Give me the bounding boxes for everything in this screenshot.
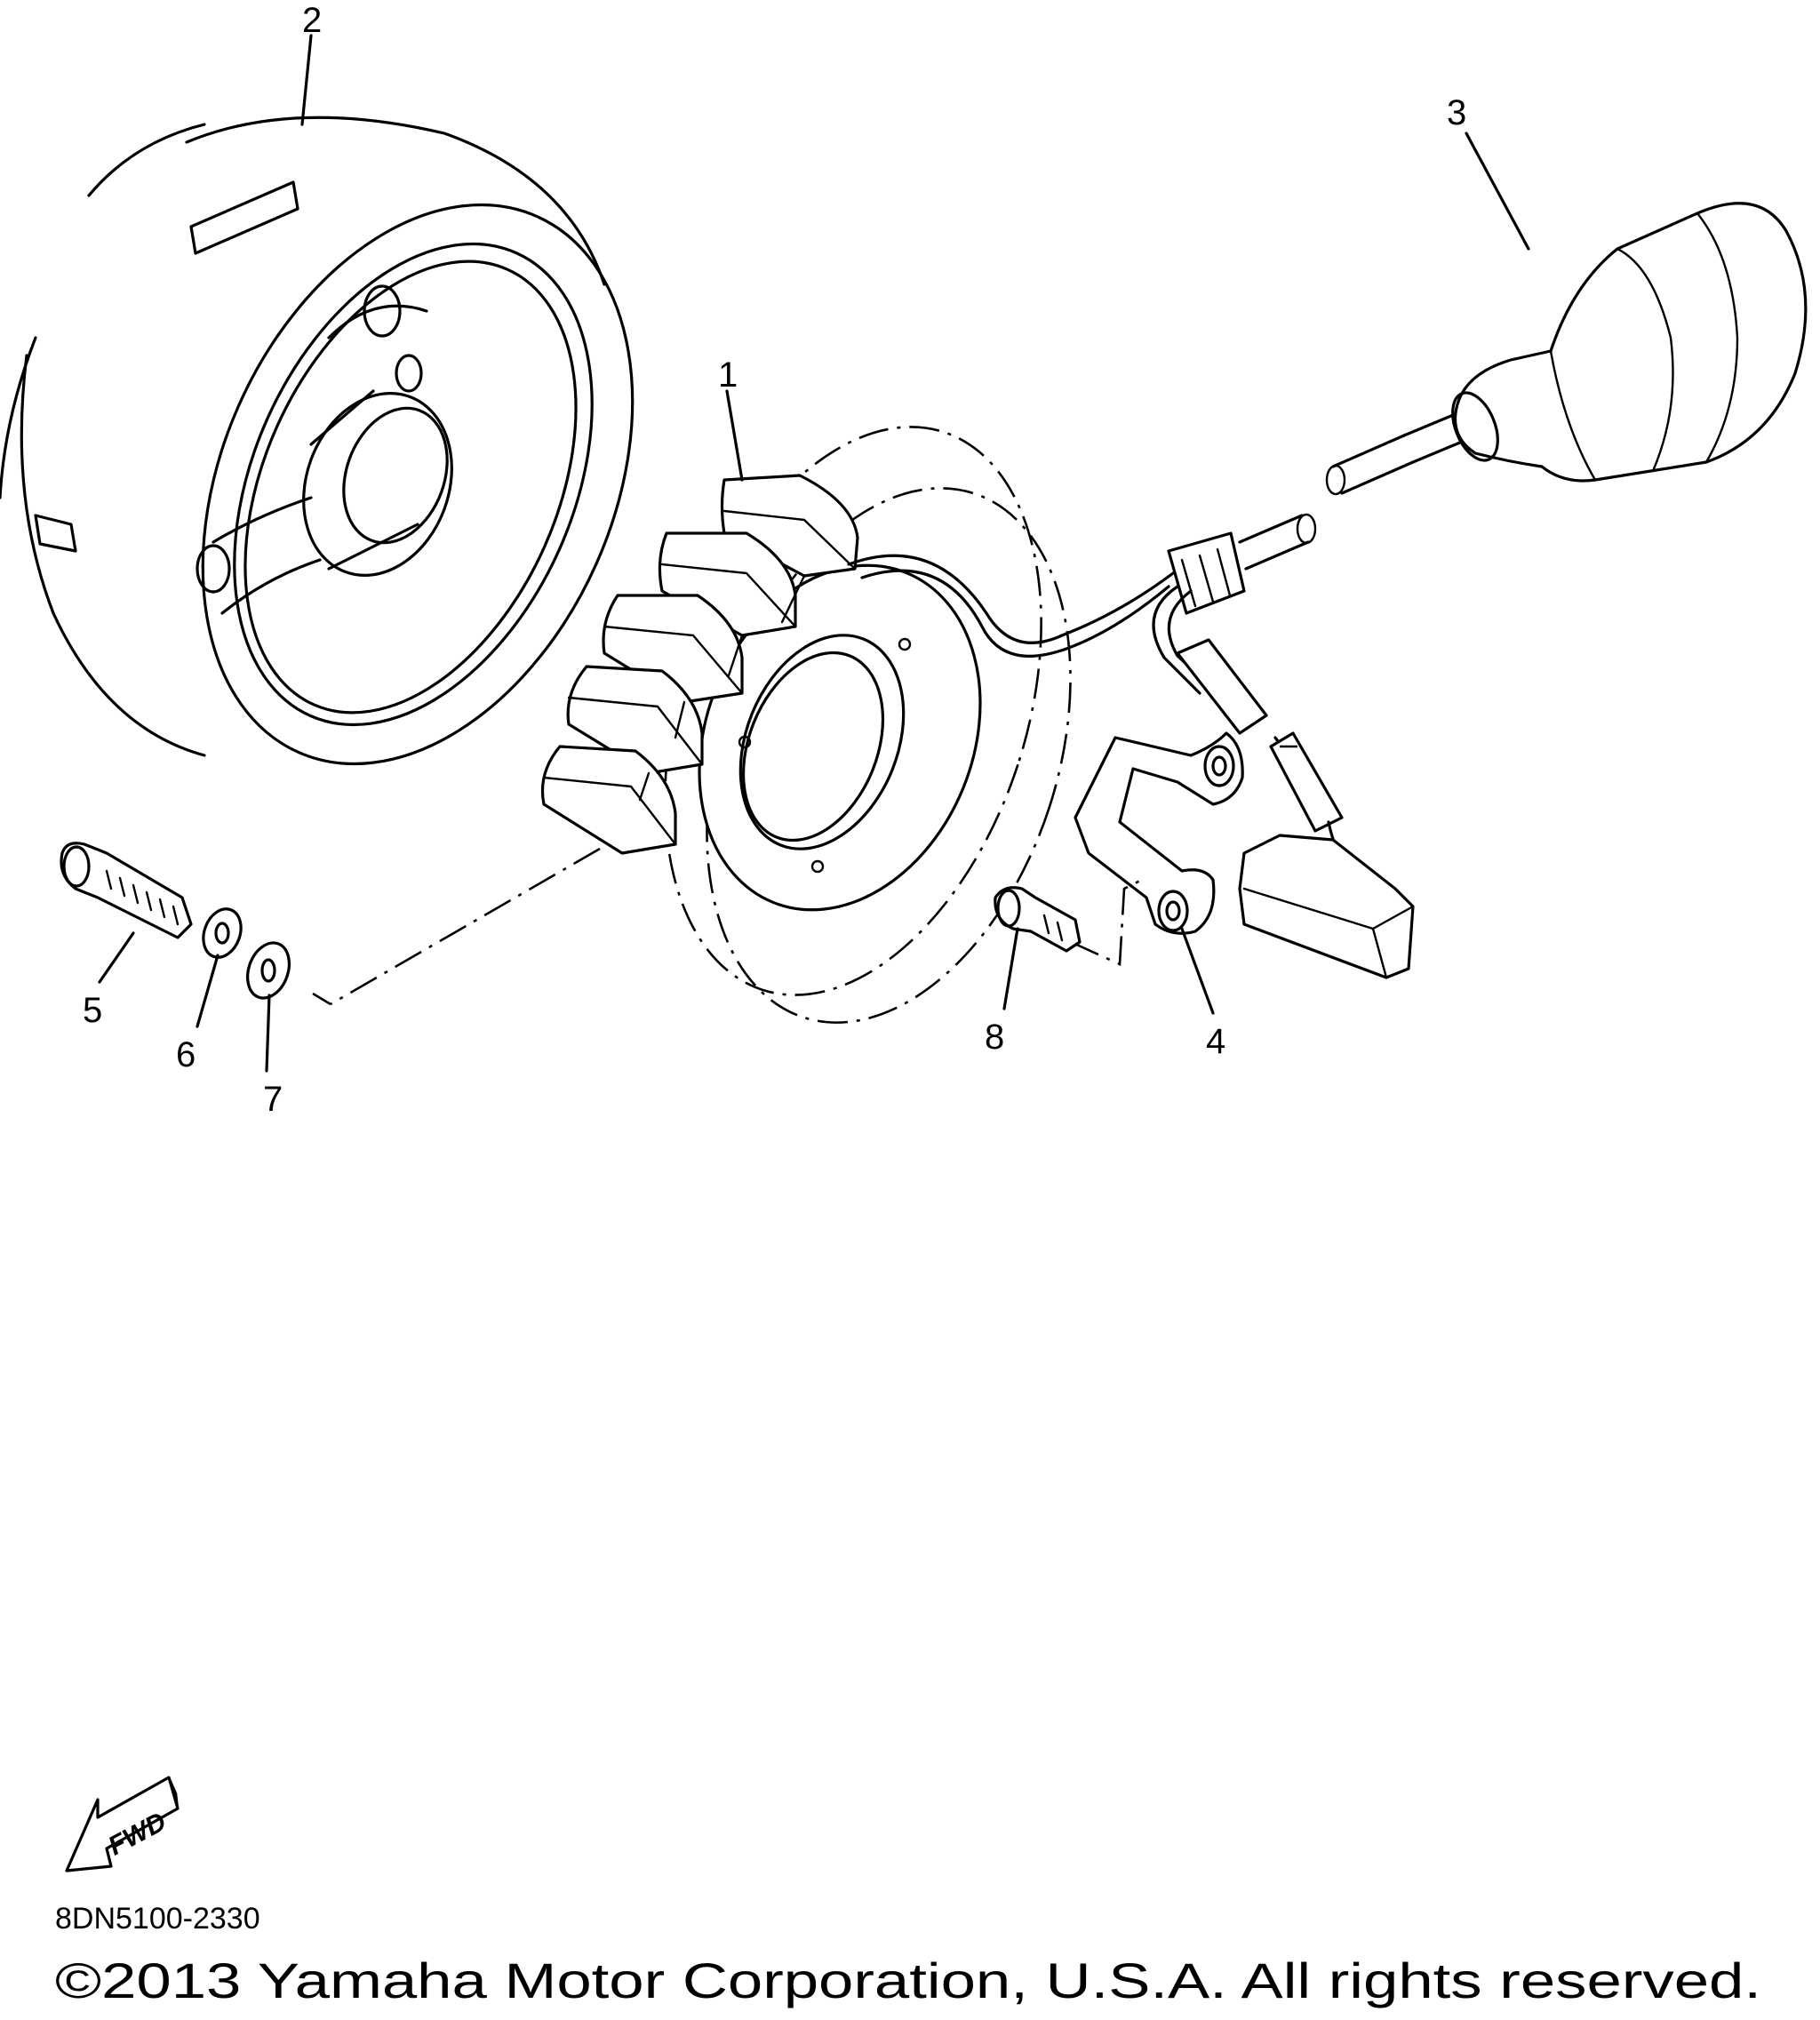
wire-harness-pickup (1152, 202, 1808, 979)
label-3: 3 (1447, 93, 1466, 132)
part-labels: 1 2 3 4 5 6 7 8 (83, 1, 1466, 1119)
label-2: 2 (302, 1, 322, 40)
diagram-code: 8DN5100-2330 (55, 1902, 260, 1936)
spring-washer (202, 907, 243, 959)
bolt (60, 842, 193, 939)
label-1: 1 (718, 355, 738, 395)
stator-assembly (312, 426, 1175, 1024)
label-7: 7 (263, 1080, 283, 1119)
label-4: 4 (1206, 1022, 1225, 1061)
label-8: 8 (985, 1018, 1004, 1057)
fwd-arrow-icon: FWD (65, 1776, 180, 1872)
label-6: 6 (176, 1035, 196, 1074)
bracket (1070, 731, 1244, 966)
label-5: 5 (83, 991, 102, 1030)
screw (994, 886, 1082, 953)
flywheel-rotor (0, 116, 635, 766)
copyright-notice: ©2013 Yamaha Motor Corporation, U.S.A. A… (55, 1952, 1761, 2008)
plain-washer (246, 941, 291, 1000)
leader-lines (98, 34, 1530, 1073)
